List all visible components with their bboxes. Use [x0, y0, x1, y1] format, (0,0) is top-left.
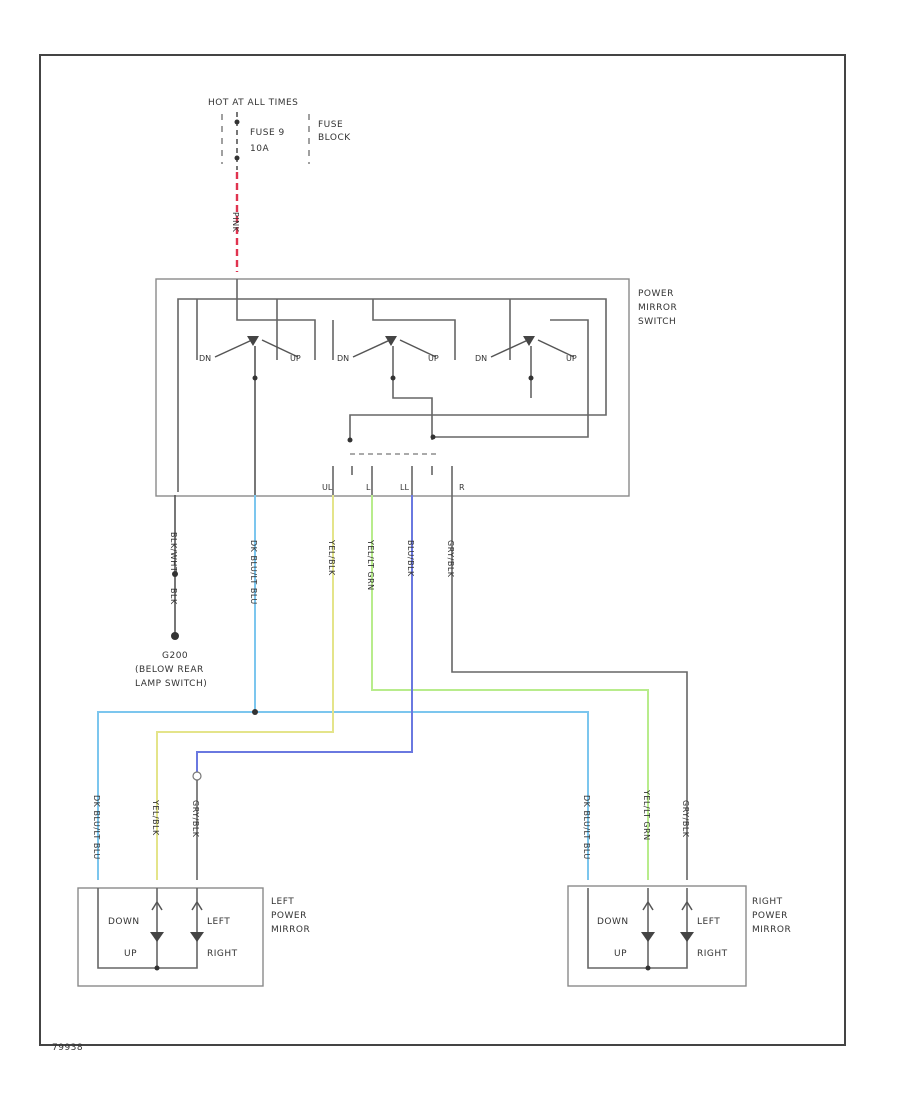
- right-mirror-name-3: MIRROR: [752, 925, 791, 935]
- connector-symbol: [192, 771, 202, 781]
- switch-contact-group: DN UP: [199, 336, 301, 495]
- left-mirror-left: LEFT: [207, 917, 230, 927]
- right-mirror-right: RIGHT: [697, 949, 728, 959]
- fuse-terminal: [234, 119, 240, 125]
- svg-text:DN: DN: [475, 354, 487, 363]
- fuse-label-number: FUSE 9: [250, 128, 285, 138]
- switch-feed-bus: [236, 279, 316, 360]
- wire-label-ground-end: BLK: [169, 588, 178, 605]
- wire-blue: [196, 495, 413, 772]
- switch-contact-group: DN UP: [337, 336, 439, 440]
- wire-label-right-a: DK BLU/LT BLU: [582, 795, 591, 860]
- power-source-label: HOT AT ALL TIMES: [208, 98, 298, 108]
- left-mirror-internals: [97, 888, 204, 971]
- wire-label-right-b: YEL/LT GRN: [642, 789, 651, 841]
- wire-label-left-a: DK BLU/LT BLU: [92, 795, 101, 860]
- left-mirror-name-3: MIRROR: [271, 925, 310, 935]
- diagram-frame: [39, 54, 846, 1046]
- switch-contact-lead: [433, 319, 589, 438]
- switch-internal-bus: [177, 298, 607, 492]
- right-power-mirror-box: [567, 885, 747, 987]
- fuse-block-label-2: BLOCK: [318, 133, 351, 143]
- left-mirror-name-2: POWER: [271, 911, 307, 921]
- right-mirror-name-1: RIGHT: [752, 897, 783, 907]
- junction-dot: [347, 437, 353, 443]
- wire-label-ground: BLK/WHT: [169, 532, 178, 572]
- power-mirror-switch-box: [155, 278, 630, 497]
- left-power-mirror-box: [77, 887, 264, 987]
- ground-splice: [172, 571, 178, 577]
- ground-terminal: [171, 632, 179, 640]
- fuse-label-rating: 10A: [250, 144, 269, 154]
- pin-label-r: R: [459, 483, 465, 492]
- wire-yellow: [156, 495, 334, 880]
- wire-label-yellow: YEL/BLK: [327, 539, 336, 576]
- wire-gray: [451, 495, 688, 880]
- svg-text:DN: DN: [337, 354, 349, 363]
- wire-lt-green: [371, 495, 649, 880]
- wire-label-blue: BLU/BLK: [406, 540, 415, 577]
- fuse-terminal: [234, 155, 240, 161]
- right-mirror-name-2: POWER: [752, 911, 788, 921]
- pin-label-ul: UL: [322, 483, 333, 492]
- left-mirror-right: RIGHT: [207, 949, 238, 959]
- wire-label-left-c: GRY/BLK: [191, 800, 200, 838]
- wire-label-gray: GRY/BLK: [446, 540, 455, 578]
- fuse-block-label-1: FUSE: [318, 120, 343, 130]
- pin-label-l: L: [366, 483, 371, 492]
- svg-text:DN: DN: [199, 354, 211, 363]
- wire-label-lt-blue: DK BLU/LT BLU: [249, 540, 258, 605]
- right-mirror-internals: [587, 888, 694, 971]
- right-mirror-left: LEFT: [697, 917, 720, 927]
- junction-dot: [430, 434, 436, 440]
- left-mirror-name-1: LEFT: [271, 897, 294, 907]
- wire-label-lt-green: YEL/LT GRN: [366, 539, 375, 591]
- ground-location-2: LAMP SWITCH): [135, 679, 207, 689]
- ground-id: G200: [162, 651, 188, 661]
- left-mirror-down: DOWN: [108, 917, 140, 927]
- switch-contact-group: DN UP: [475, 336, 577, 398]
- switch-name-3: SWITCH: [638, 317, 676, 327]
- svg-text:UP: UP: [290, 354, 301, 363]
- svg-text:UP: UP: [566, 354, 577, 363]
- switch-contact-lead: [372, 299, 456, 360]
- wire-label-right-c: GRY/BLK: [681, 800, 690, 838]
- svg-text:UP: UP: [428, 354, 439, 363]
- diagram-code: 79938: [52, 1043, 83, 1053]
- left-mirror-up: UP: [124, 949, 137, 959]
- wire-label-left-b: YEL/BLK: [151, 799, 160, 836]
- splice-dot: [252, 709, 258, 715]
- ground-location-1: (BELOW REAR: [135, 665, 204, 675]
- switch-name-1: POWER: [638, 289, 674, 299]
- wire-lt-blue-branch: [97, 711, 589, 880]
- right-mirror-up: UP: [614, 949, 627, 959]
- switch-name-2: MIRROR: [638, 303, 677, 313]
- right-mirror-down: DOWN: [597, 917, 629, 927]
- wire-label-pink: PINK: [231, 212, 240, 233]
- pin-label-ll: LL: [400, 483, 409, 492]
